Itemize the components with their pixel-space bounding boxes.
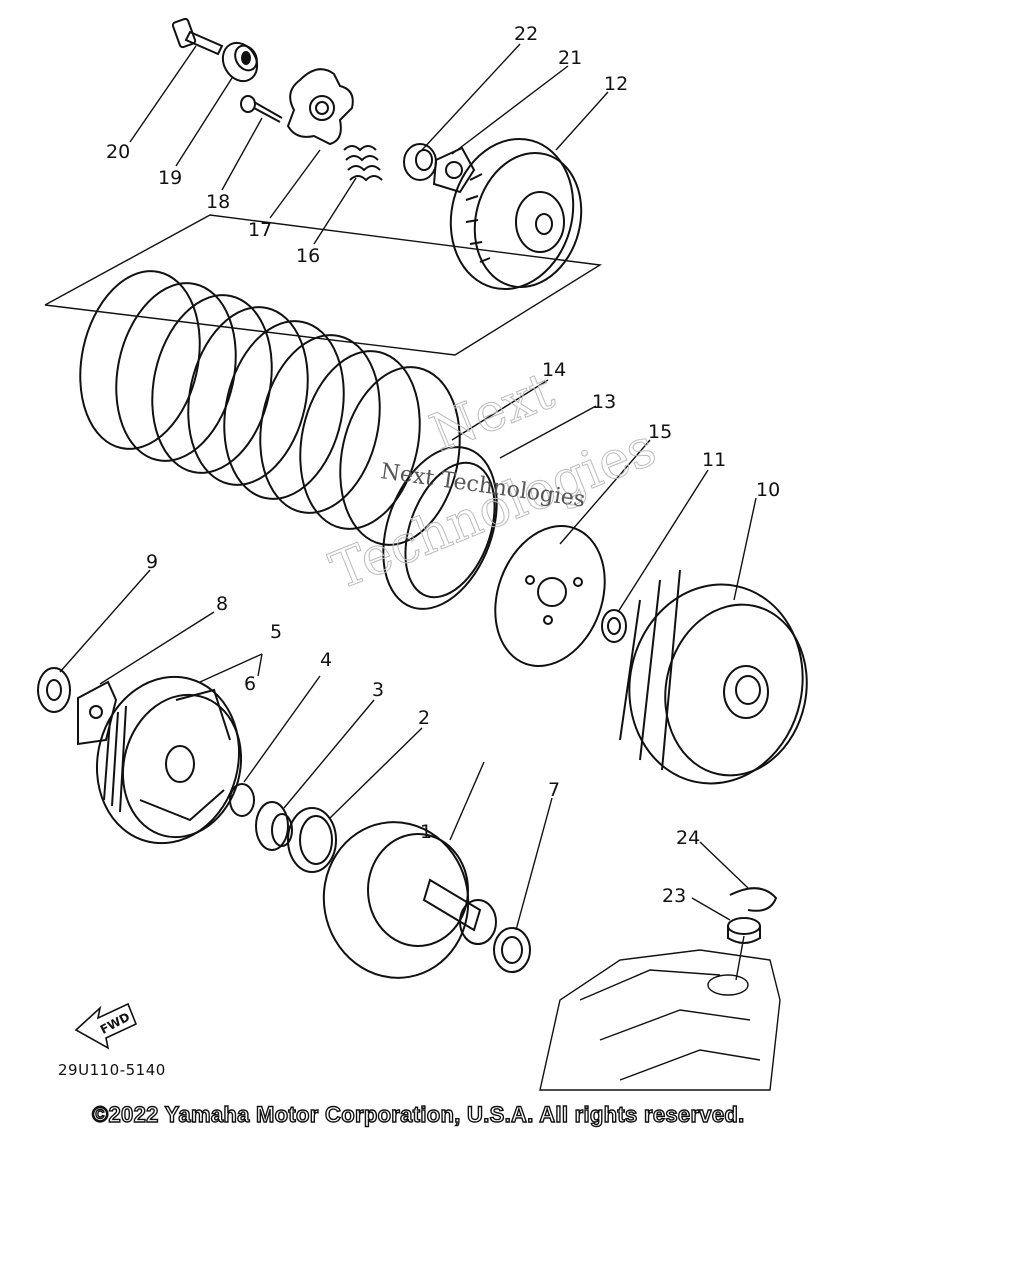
part-14-friction-plate (382, 446, 498, 610)
callout-1: 1 (420, 821, 432, 843)
part-2-one-way-clutch (287, 807, 337, 873)
callout-2: 2 (418, 707, 430, 729)
callout-24: 24 (676, 827, 700, 849)
part-17-plate (286, 68, 354, 146)
callout-11: 11 (702, 449, 726, 471)
part-4-circlip (229, 783, 255, 817)
callout-17: 17 (248, 219, 272, 241)
copyright-notice: ©2022 Yamaha Motor Corporation, U.S.A. A… (91, 1101, 745, 1127)
fwd-label: FWD (98, 1010, 132, 1037)
callout-5: 5 (270, 621, 282, 643)
part-5-6-centrifugal-clutch (95, 675, 243, 845)
crankcase-section (539, 935, 781, 1091)
callout-23: 23 (662, 885, 686, 907)
callout-22: 22 (514, 23, 538, 45)
callout-numbers: 1 2 3 4 5 6 7 8 9 10 11 12 13 14 15 16 1… (106, 23, 780, 907)
part-22-nut (403, 143, 437, 181)
callout-21: 21 (558, 47, 582, 69)
part-19-bearing (221, 41, 259, 83)
callout-3: 3 (372, 679, 384, 701)
part-15-pressure-plate (494, 525, 606, 667)
part-16-spring (343, 145, 383, 182)
assembly-bracket (44, 214, 603, 356)
clutch-plate-stack (79, 270, 461, 546)
callout-14: 14 (542, 359, 566, 381)
part-18-bolt (240, 95, 283, 123)
callout-13: 13 (592, 391, 616, 413)
callout-16: 16 (296, 245, 320, 267)
callout-8: 8 (216, 593, 228, 615)
part-7-washer (493, 927, 531, 973)
leader-lines (59, 43, 757, 931)
part-20-bolt (171, 17, 224, 56)
callout-4: 4 (320, 649, 332, 671)
callout-20: 20 (106, 141, 130, 163)
callout-15: 15 (648, 421, 672, 443)
part-10-clutch-housing (619, 569, 808, 785)
part-12-gear (449, 137, 583, 291)
part-3-collar (255, 801, 293, 851)
part-24-circlip (729, 887, 778, 912)
fwd-direction-arrow (74, 1002, 138, 1050)
callout-10: 10 (756, 479, 780, 501)
part-11-washer (601, 609, 627, 643)
part-1-clutch-drum (322, 821, 497, 979)
callout-6: 6 (244, 673, 256, 695)
callout-12: 12 (604, 73, 628, 95)
watermark-line-1: Next (422, 361, 562, 464)
part-23-plug (727, 917, 761, 944)
callout-9: 9 (146, 551, 158, 573)
reference-code: 29U110-5140 (58, 1061, 166, 1079)
callout-19: 19 (158, 167, 182, 189)
part-9-washer (37, 667, 71, 713)
callout-18: 18 (206, 191, 230, 213)
callout-7: 7 (548, 779, 560, 801)
part-8-lock-plate (77, 680, 118, 746)
